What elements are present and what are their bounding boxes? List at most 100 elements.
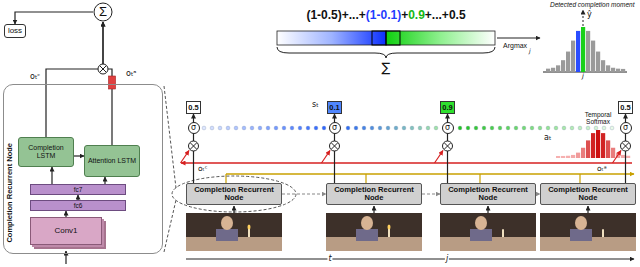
histogram-bar xyxy=(601,60,605,72)
input-arrow xyxy=(65,251,66,264)
label-holder: oₜᵃ xyxy=(126,70,136,79)
score-dot xyxy=(434,126,438,130)
sigmoid-symbol: σ xyxy=(620,122,632,134)
score-dot xyxy=(258,126,262,130)
attention-stub xyxy=(435,151,444,164)
softmax-bar xyxy=(556,156,560,158)
label-holder: (1-0.5)+...+ xyxy=(306,9,365,22)
label-holder: oₜᵃ xyxy=(596,165,608,173)
softmax-bar xyxy=(626,156,630,158)
sigmoid-symbol: σ xyxy=(442,122,454,134)
score-dot xyxy=(602,126,606,130)
label-holder: oₜᶜ xyxy=(197,165,209,173)
score-dot xyxy=(482,126,486,130)
formula-term: 0.9 xyxy=(408,9,425,22)
text-holder: 0.1 xyxy=(329,103,339,112)
histogram-bar xyxy=(576,31,580,72)
annotation: Detected completion moment xyxy=(550,1,635,8)
detection-arrow xyxy=(583,10,584,26)
attention-output-line xyxy=(226,173,634,174)
completion-histogram xyxy=(546,27,625,72)
output-symbol: ŷ xyxy=(587,11,592,20)
colorbar-cell xyxy=(386,31,400,45)
attention-output-stub xyxy=(579,174,580,183)
text-holder: Σ xyxy=(99,4,107,19)
label-holder: 0.9 xyxy=(408,9,425,22)
softmax-bar xyxy=(606,140,610,158)
histogram-bar xyxy=(611,68,615,72)
multiply-symbol xyxy=(98,64,108,74)
lstm-cell: Completion LSTM xyxy=(18,137,74,167)
histogram-bar xyxy=(606,65,610,72)
output-symbol: oₜᵃ xyxy=(126,70,136,79)
frame-person xyxy=(221,216,233,230)
score-dot xyxy=(394,126,398,130)
text-holder: 0.5 xyxy=(188,103,198,112)
label-holder: Temporal Softmax xyxy=(575,111,621,125)
formula-term: (1-0.1) xyxy=(366,9,401,22)
frame-flame xyxy=(388,225,391,230)
multiply-symbol xyxy=(330,141,340,151)
score-symbol: sₜ xyxy=(312,101,319,110)
label-holder: σ xyxy=(442,122,454,134)
label-holder: σ xyxy=(188,122,200,134)
frame-person xyxy=(570,229,592,241)
attention-output-stub xyxy=(225,174,226,183)
histogram-bar xyxy=(561,60,565,72)
score-dot xyxy=(314,126,318,130)
softmax-bar xyxy=(566,156,570,158)
frame-person xyxy=(356,229,378,241)
label-holder: j xyxy=(445,255,449,264)
score-dot xyxy=(514,126,518,130)
multiply-cross xyxy=(623,143,629,149)
score-dot xyxy=(506,126,510,130)
label-holder: oₜᶜ xyxy=(30,73,40,82)
formula-row: (1-0.5)+...+(1-0.1)+0.9+...+0.5 xyxy=(306,9,465,22)
recurrent-node-box: Completion Recurrent Node xyxy=(540,183,636,205)
frame-person xyxy=(470,229,492,241)
recurrent-node-panel: Completion Recurrent Node Completion LSTM… xyxy=(3,84,163,254)
recurrent-node-box: Completion Recurrent Node xyxy=(326,183,422,205)
histogram-bar xyxy=(571,41,575,72)
score-dot xyxy=(346,126,350,130)
softmax-bar xyxy=(576,153,580,158)
connector-arrow xyxy=(74,155,84,156)
score-dot xyxy=(586,126,590,130)
formula-term: +...+0.5 xyxy=(425,9,466,22)
label-holder: Detected completion moment xyxy=(550,1,635,8)
node-label: Conv1 xyxy=(54,227,77,236)
attention-output-stub xyxy=(365,174,366,183)
attention-gate xyxy=(109,76,116,89)
attention-stubs xyxy=(181,151,622,164)
text-holder: fc7 xyxy=(74,186,83,193)
text-holder: Completion Recurrent Node xyxy=(188,186,280,203)
text-holder: Completion Recurrent Node xyxy=(6,143,14,247)
frame-candle xyxy=(388,229,390,237)
score-dot xyxy=(378,126,382,130)
histogram-bar xyxy=(586,31,590,72)
histogram-bar xyxy=(546,69,550,72)
score-dot xyxy=(290,126,294,130)
text-holder: Completion Recurrent Node xyxy=(542,186,634,203)
multiply-symbol xyxy=(621,141,631,151)
multiply-symbol xyxy=(443,141,453,151)
sum-circle: Σ xyxy=(93,2,113,22)
frame-background xyxy=(440,213,536,251)
axis-label: j xyxy=(582,73,584,81)
label-holder: σ xyxy=(620,122,632,134)
frame-arrow xyxy=(487,206,488,213)
text-holder: Conv1 xyxy=(54,226,77,236)
axis-label: j xyxy=(445,255,449,264)
frame-background xyxy=(186,213,282,251)
score-dot xyxy=(234,126,238,130)
text-holder: 0.9 xyxy=(442,103,452,112)
output-symbol: oₜᶜ xyxy=(30,73,40,82)
zoom-bracket xyxy=(164,200,176,252)
label-holder: Argmax xyxy=(503,42,527,50)
label-holder: j xyxy=(582,73,584,81)
connector-arrow xyxy=(51,167,52,184)
connector-arrow xyxy=(104,177,105,184)
score-box: 0.1 xyxy=(327,101,342,114)
fc-layer: fc7 xyxy=(30,184,126,195)
